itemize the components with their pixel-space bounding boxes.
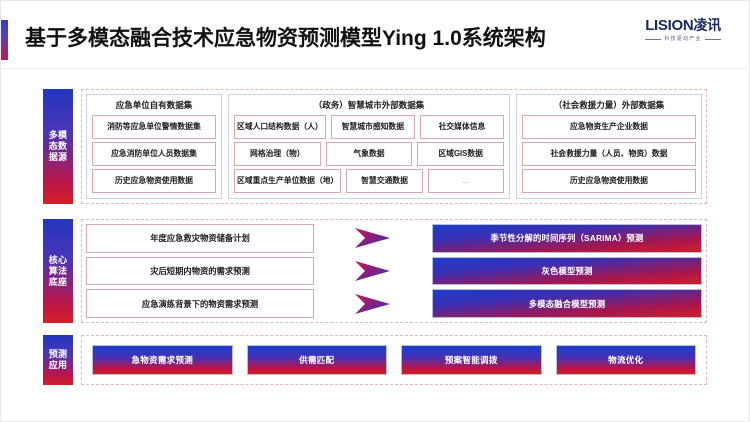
- application-list: 急物资需求预测 供需匹配 预案智能调拨 物流优化: [86, 340, 702, 380]
- data-row: 应急物资生产企业数据: [522, 115, 696, 139]
- arrow-right-icon: [355, 228, 390, 249]
- layer-data-sources: 多模 态数 据源 应急单位自有数据集 消防等应急单位警情数据集 应急消防单位人员…: [43, 89, 707, 204]
- data-cell[interactable]: 社会救援力量（人员、物资）数据: [522, 142, 696, 166]
- data-cell[interactable]: 应急物资生产企业数据: [522, 115, 696, 139]
- core-model-list: 季节性分解的时间序列（SARIMA）预测 灰色模型预测 多模态融合模型预测: [432, 224, 702, 319]
- layer-label-line: 算法: [48, 265, 68, 276]
- layer-label-data-sources: 多模 态数 据源: [43, 89, 73, 204]
- data-group-own: 应急单位自有数据集 消防等应急单位警情数据集 应急消防单位人员数据集 历史应急物…: [86, 94, 222, 199]
- data-cell[interactable]: 区域GIS数据: [417, 142, 505, 166]
- core-scenario-item[interactable]: 灾后短期内物资的需求预测: [86, 256, 314, 286]
- layer-label-line: 预测: [48, 349, 68, 359]
- data-cell[interactable]: 社交媒体信息: [419, 115, 505, 139]
- core-arrow-column: [314, 224, 432, 318]
- core-scenario-list: 年度应急救灾物资储备计划 灾后短期内物资的需求预测 应急演练背景下的物资需求预测: [86, 224, 314, 319]
- header-accent-bar: [1, 20, 8, 60]
- slide-header: 基于多模态融合技术应急物资预测模型Ying 1.0系统架构 LISION凌讯 科…: [1, 1, 750, 69]
- data-row: 应急消防单位人员数据集: [92, 142, 216, 166]
- core-model-item[interactable]: 灰色模型预测: [432, 256, 702, 286]
- data-cell[interactable]: 智慧城市感知数据: [330, 115, 415, 139]
- data-cell[interactable]: 历史应急物资使用数据: [92, 169, 216, 193]
- arrow-right-icon: [355, 293, 390, 314]
- logo-wordmark: LISION凌讯: [627, 17, 739, 34]
- data-cell[interactable]: 区域重点生产单位数据（地）: [234, 169, 342, 193]
- logo-rule-right-icon: [704, 39, 721, 40]
- application-item[interactable]: 急物资需求预测: [92, 345, 233, 375]
- data-cell[interactable]: 历史应急物资使用数据: [522, 169, 696, 193]
- application-item[interactable]: 预案智能调拨: [401, 345, 542, 375]
- data-group-grid: 消防等应急单位警情数据集 应急消防单位人员数据集 历史应急物资使用数据: [92, 115, 216, 193]
- data-row: 消防等应急单位警情数据集: [92, 115, 216, 139]
- data-row: 历史应急物资使用数据: [522, 169, 696, 193]
- application-item[interactable]: 物流优化: [555, 345, 696, 375]
- layer-applications: 预测 应用 急物资需求预测 供需匹配 预案智能调拨 物流优化: [43, 335, 707, 385]
- layer-label-line: 多模: [48, 130, 68, 140]
- data-group-title: （政务）智慧城市外部数据集: [313, 100, 425, 110]
- arrow-slot: [318, 224, 428, 253]
- data-cell[interactable]: 消防等应急单位警情数据集: [92, 115, 216, 139]
- core-model-item[interactable]: 季节性分解的时间序列（SARIMA）预测: [432, 224, 702, 253]
- data-row: 区域人口结构数据（人） 智慧城市感知数据 社交媒体信息: [234, 115, 505, 139]
- arrow-right-icon: [355, 261, 390, 281]
- data-group-title: （社会救援力量）外部数据集: [553, 100, 665, 110]
- layer-label-core-algorithm: 核心 算法 底座: [43, 219, 73, 323]
- data-row: 区域重点生产单位数据（地） 智慧交通数据 …: [234, 169, 505, 193]
- layer-body-data-sources: 应急单位自有数据集 消防等应急单位警情数据集 应急消防单位人员数据集 历史应急物…: [81, 89, 707, 204]
- data-cell-ellipsis[interactable]: …: [427, 169, 505, 193]
- lision-logo: LISION凌讯 科技驱动产业: [627, 17, 739, 51]
- layer-label-line: 核心: [48, 254, 68, 265]
- data-cell[interactable]: 气象数据: [325, 142, 413, 166]
- layer-label-line: 底座: [48, 276, 68, 287]
- application-item[interactable]: 供需匹配: [246, 345, 387, 375]
- logo-rule-left-icon: [645, 39, 662, 40]
- logo-tagline: 科技驱动产业: [627, 36, 739, 43]
- data-row: 网格治理（物） 气象数据 区域GIS数据: [234, 142, 505, 166]
- layer-core-algorithm: 核心 算法 底座 年度应急救灾物资储备计划 灾后短期内物资的需求预测 应急演练背…: [43, 219, 707, 323]
- data-group-social-rescue: （社会救援力量）外部数据集 应急物资生产企业数据 社会救援力量（人员、物资）数据…: [516, 94, 702, 199]
- layer-body-core-algorithm: 年度应急救灾物资储备计划 灾后短期内物资的需求预测 应急演练背景下的物资需求预测: [81, 219, 707, 323]
- data-row: 社会救援力量（人员、物资）数据: [522, 142, 696, 166]
- logo-latin-text: LISION: [645, 17, 694, 34]
- data-group-grid: 区域人口结构数据（人） 智慧城市感知数据 社交媒体信息 网格治理（物） 气象数据…: [234, 115, 505, 193]
- core-columns: 年度应急救灾物资储备计划 灾后短期内物资的需求预测 应急演练背景下的物资需求预测: [86, 224, 702, 319]
- arrow-slot: [318, 257, 428, 286]
- layer-body-applications: 急物资需求预测 供需匹配 预案智能调拨 物流优化: [81, 335, 707, 385]
- layer-label-applications: 预测 应用: [43, 335, 73, 385]
- arrow-slot: [318, 289, 428, 318]
- data-cell[interactable]: 应急消防单位人员数据集: [92, 142, 216, 166]
- data-cell[interactable]: 网格治理（物）: [234, 142, 321, 166]
- data-cell[interactable]: 区域人口结构数据（人）: [234, 115, 326, 139]
- layer-label-line: 态数: [48, 141, 68, 151]
- data-group-grid: 应急物资生产企业数据 社会救援力量（人员、物资）数据 历史应急物资使用数据: [522, 115, 696, 193]
- core-scenario-item[interactable]: 年度应急救灾物资储备计划: [86, 224, 314, 253]
- data-row: 历史应急物资使用数据: [92, 169, 216, 193]
- page-title: 基于多模态融合技术应急物资预测模型Ying 1.0系统架构: [25, 27, 546, 50]
- header-divider: [1, 68, 750, 69]
- layer-label-line: 据源: [48, 152, 68, 162]
- logo-chinese-text: 凌讯: [693, 17, 721, 33]
- data-group-government: （政务）智慧城市外部数据集 区域人口结构数据（人） 智慧城市感知数据 社交媒体信…: [228, 94, 510, 199]
- data-cell[interactable]: 智慧交通数据: [346, 169, 423, 193]
- logo-tagline-text: 科技驱动产业: [664, 36, 702, 42]
- core-model-item[interactable]: 多模态融合模型预测: [432, 289, 702, 319]
- data-group-title: 应急单位自有数据集: [115, 100, 193, 110]
- core-scenario-item[interactable]: 应急演练背景下的物资需求预测: [86, 289, 314, 319]
- layer-label-line: 应用: [48, 360, 68, 370]
